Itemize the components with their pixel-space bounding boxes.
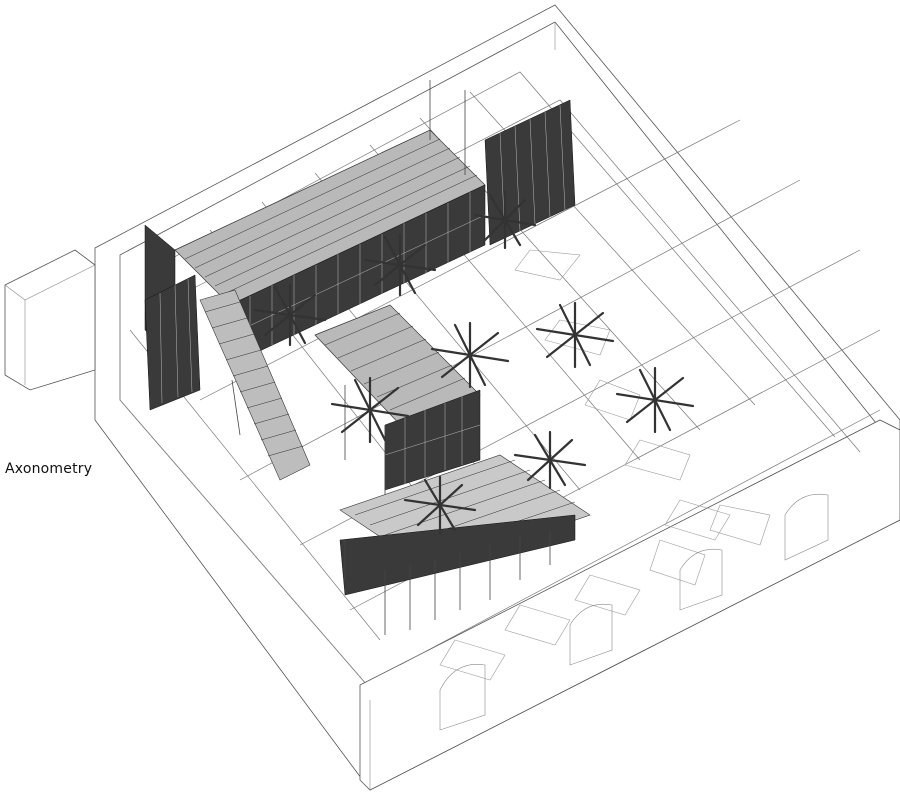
ceiling-fan-icon bbox=[535, 301, 615, 369]
drawing-caption: Axonometry bbox=[5, 461, 93, 477]
ceiling-fan-icon bbox=[615, 366, 695, 434]
ceiling-fan-icon bbox=[513, 430, 587, 490]
tall-rack-wall bbox=[429, 80, 576, 246]
arched-openings bbox=[439, 493, 829, 731]
ceiling-fan-icon bbox=[403, 475, 477, 535]
left-rack-wall bbox=[144, 224, 201, 411]
lower-deck bbox=[339, 454, 591, 635]
ceiling-fans bbox=[253, 190, 695, 535]
middle-deck bbox=[314, 304, 481, 495]
ceiling-fan-icon bbox=[363, 233, 437, 297]
ceiling-fan-icon bbox=[430, 321, 510, 389]
ceiling-fan-icon bbox=[473, 190, 537, 250]
ceiling-fan-icon bbox=[330, 376, 410, 444]
staircase bbox=[199, 289, 311, 481]
ceiling-fan-icon bbox=[253, 283, 327, 347]
